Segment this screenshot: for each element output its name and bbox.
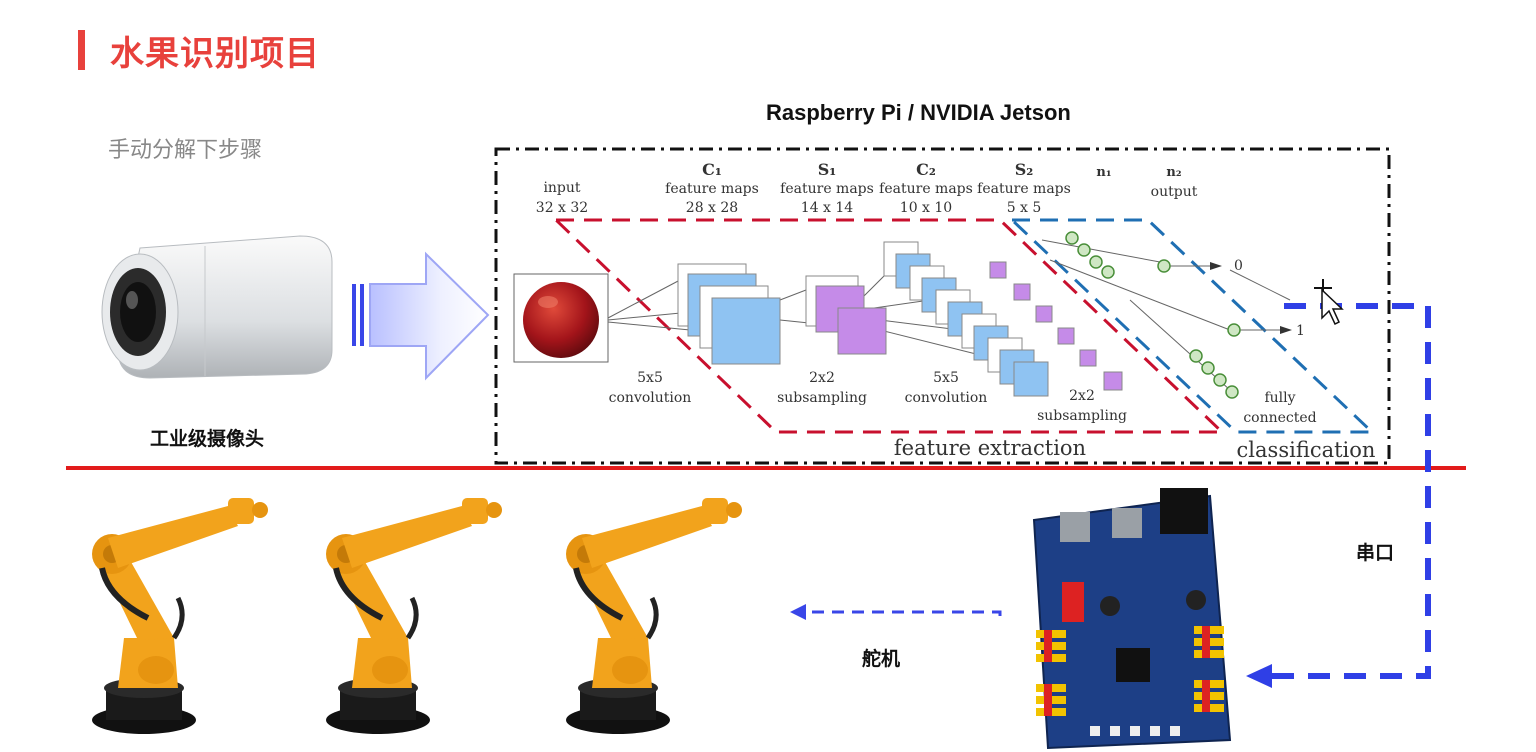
control-board-image [1032, 488, 1232, 750]
feature-extraction-label: feature extraction [894, 436, 1086, 460]
sub2-label: 2x2 [1069, 388, 1095, 404]
feature-extraction-region [552, 218, 1226, 434]
conv2-sub: convolution [905, 390, 988, 406]
platform-box [494, 147, 1391, 465]
n2-output-neurons [1157, 259, 1292, 337]
fc-sub: connected [1243, 410, 1316, 426]
s2-sub: feature maps [977, 181, 1071, 197]
conv1-sub: convolution [609, 390, 692, 406]
title-accent-bar [78, 30, 85, 70]
s1-feature-maps [805, 275, 887, 355]
sub2-sub: subsampling [1037, 408, 1127, 424]
out1-label: 1 [1296, 323, 1305, 339]
classification-region [1008, 218, 1376, 434]
output-label: output [1151, 184, 1198, 200]
servo-label: 舵机 [862, 648, 901, 670]
flow-arrow-icon [352, 251, 490, 381]
conv2-label: 5x5 [933, 370, 959, 386]
camera-image [101, 235, 333, 379]
c2-sub: feature maps [879, 181, 973, 197]
serial-connection-path [1270, 303, 1431, 679]
n1-neurons [1065, 231, 1239, 399]
s1-label: S₁ [818, 160, 837, 179]
fc-label: fully [1264, 390, 1295, 406]
s2-feature-maps [989, 261, 1123, 391]
s1-size: 14 x 14 [801, 200, 854, 216]
s2-label: S₂ [1015, 160, 1034, 179]
servo-arrow-head-icon [790, 604, 806, 620]
camera-label: 工业级摄像头 [150, 428, 265, 450]
sub1-label: 2x2 [809, 370, 835, 386]
s1-sub: feature maps [780, 181, 874, 197]
sub1-sub: subsampling [777, 390, 867, 406]
c1-sub: feature maps [665, 181, 759, 197]
robot-arm-image [566, 498, 742, 734]
slide-subtitle: 手动分解下步骤 [108, 138, 263, 163]
serial-arrow-head-icon [1246, 664, 1272, 688]
c1-size: 28 x 28 [686, 200, 738, 216]
c2-size: 10 x 10 [900, 200, 952, 216]
input-size: 32 x 32 [536, 200, 588, 216]
servo-connection-path [804, 610, 1002, 616]
n2-label: n₂ [1166, 165, 1181, 180]
c1-feature-maps [677, 263, 781, 365]
robot-arm-image [326, 498, 502, 734]
n1-label: n₁ [1096, 165, 1111, 180]
cursor-icon [1314, 279, 1344, 326]
conv1-label: 5x5 [637, 370, 663, 386]
serial-label: 串口 [1356, 542, 1395, 564]
apple-image [513, 273, 609, 363]
c2-feature-maps [883, 241, 1049, 397]
input-label: input [543, 180, 580, 196]
c2-label: C₂ [916, 160, 936, 179]
robot-arm-image [92, 498, 268, 734]
s2-size: 5 x 5 [1007, 200, 1042, 216]
platform-label: Raspberry Pi / NVIDIA Jetson [766, 100, 1071, 125]
classification-label: classification [1237, 438, 1376, 462]
out0-label: 0 [1234, 258, 1243, 274]
c1-label: C₁ [702, 160, 722, 179]
slide-title: 水果识别项目 [110, 34, 320, 74]
